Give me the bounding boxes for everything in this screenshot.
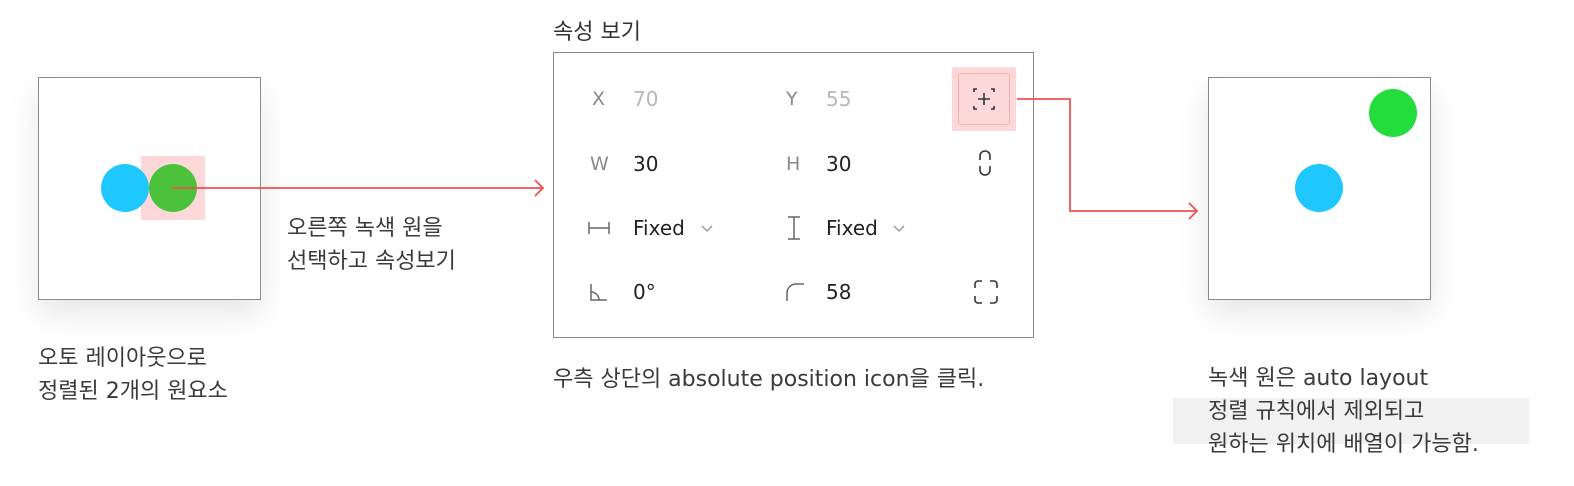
blue-circle: [1295, 164, 1343, 212]
w-label: W: [590, 153, 609, 175]
h-label: H: [786, 153, 801, 175]
x-input[interactable]: 70: [633, 87, 659, 111]
chevron-down-icon[interactable]: [892, 224, 906, 234]
h-input[interactable]: 30: [826, 152, 852, 176]
width-mode-select[interactable]: Fixed: [633, 216, 685, 240]
panel-title: 속성 보기: [553, 20, 641, 45]
horizontal-resize-icon: [588, 222, 610, 234]
y-input[interactable]: 55: [826, 87, 852, 111]
w-input[interactable]: 30: [633, 152, 659, 176]
constrain-proportions-icon[interactable]: [975, 147, 995, 179]
independent-corners-icon[interactable]: [972, 278, 1000, 306]
right-caption-line-2: 정렬 규칙에서 제외되고: [1208, 399, 1425, 424]
right-caption-line-3: 원하는 위치에 배열이 가능함.: [1208, 432, 1479, 457]
result-frame: [1208, 77, 1431, 300]
right-caption: 녹색 원은 auto layout 정렬 규칙에서 제외되고 원하는 위치에 배…: [1208, 362, 1479, 461]
blue-circle: [101, 164, 149, 212]
absolute-position-button-border: [958, 73, 1010, 125]
chevron-down-icon[interactable]: [700, 224, 714, 234]
left-caption-line-2: 정렬된 2개의 원요소: [38, 379, 228, 404]
x-label: X: [592, 88, 606, 110]
arrow-to-panel: [172, 179, 545, 197]
instruction-line-2: 선택하고 속성보기: [287, 249, 456, 274]
green-circle-absolute[interactable]: [1369, 89, 1417, 137]
property-panel: X 70 Y 55 W 30 H 30 Fixed Fixed 0° 5: [553, 52, 1034, 338]
watermark-overlay: [1173, 398, 1529, 444]
left-caption-line-1: 오토 레이아웃으로: [38, 346, 207, 371]
y-label: Y: [786, 88, 798, 110]
right-caption-line-1: 녹색 원은 auto layout: [1208, 366, 1429, 391]
rotation-input[interactable]: 0°: [633, 280, 656, 304]
height-mode-select[interactable]: Fixed: [826, 216, 878, 240]
instruction-line-1: 오른쪽 녹색 원을: [287, 216, 443, 241]
absolute-position-icon: [973, 88, 995, 110]
left-caption: 오토 레이아웃으로 정렬된 2개의 원요소: [38, 342, 228, 408]
panel-caption: 우측 상단의 absolute position icon을 클릭.: [553, 367, 985, 392]
absolute-position-button[interactable]: [952, 67, 1016, 131]
radius-input[interactable]: 58: [826, 280, 852, 304]
rotation-angle-icon: [590, 284, 607, 301]
vertical-resize-icon: [788, 216, 800, 240]
corner-radius-icon: [786, 283, 804, 301]
instruction-text: 오른쪽 녹색 원을 선택하고 속성보기: [287, 212, 456, 278]
arrow-to-result: [1017, 98, 1199, 220]
